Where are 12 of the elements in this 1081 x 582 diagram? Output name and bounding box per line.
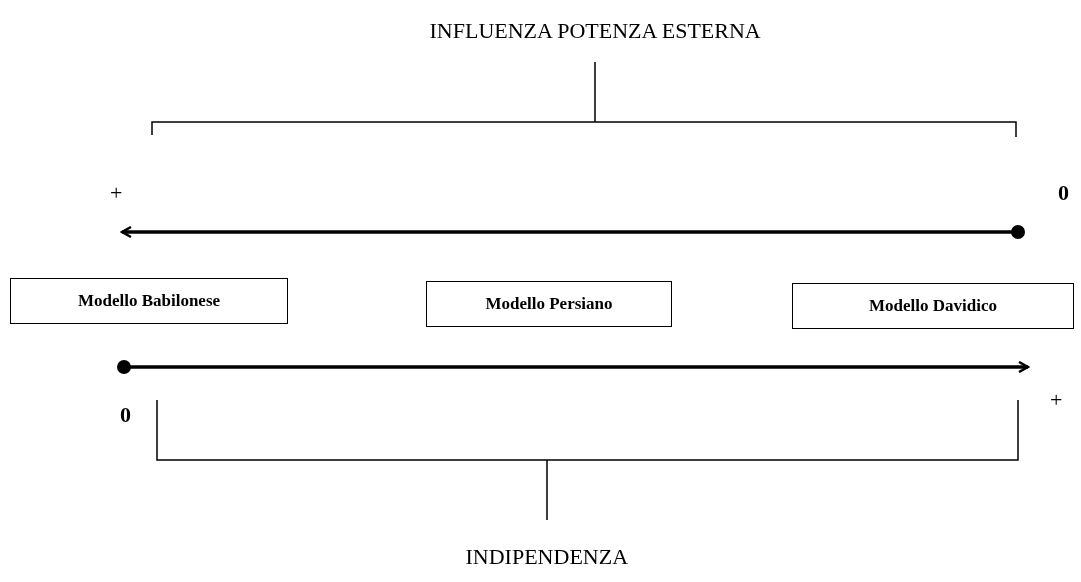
axis-title: INFLUENZA POTENZA ESTERNA — [429, 18, 761, 44]
box-label: Modello Babilonese — [77, 291, 221, 311]
model-box — [792, 283, 1074, 329]
model-box — [10, 278, 288, 324]
scale-mark: + — [1050, 387, 1063, 413]
box-label: Modello Persiano — [485, 294, 613, 314]
box-label: Modello Davidico — [869, 296, 997, 316]
axis-title: INDIPENDENZA — [465, 544, 629, 570]
model-box — [426, 281, 672, 327]
scale-mark: + — [110, 180, 123, 206]
scale-mark: 0 — [1058, 180, 1069, 206]
scale-mark: 0 — [120, 402, 131, 428]
